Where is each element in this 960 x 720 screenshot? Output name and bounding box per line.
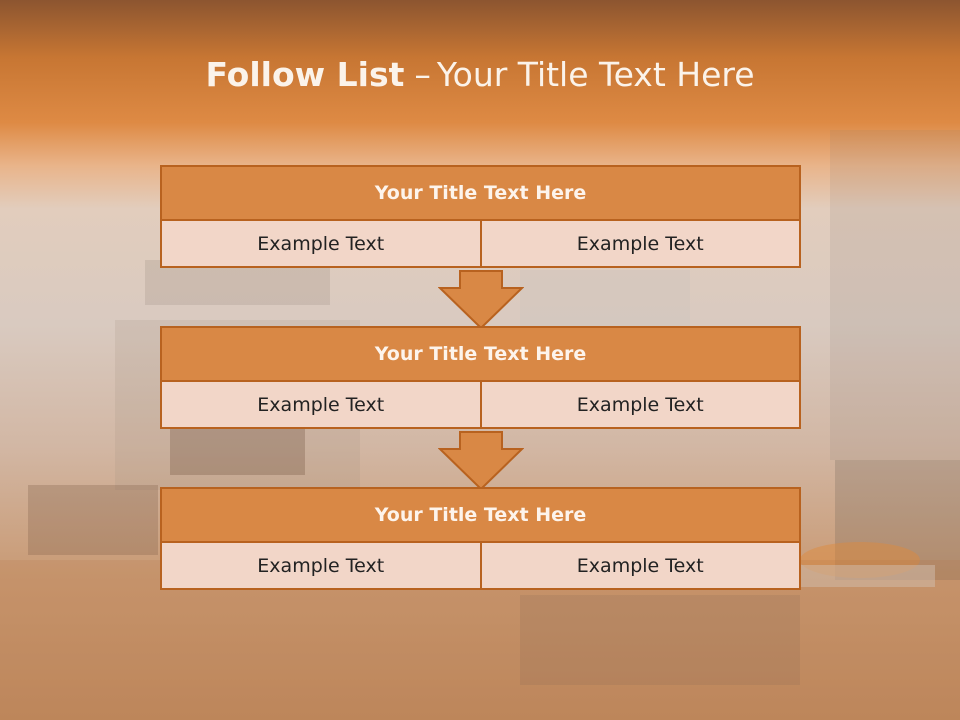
block-title: Your Title Text Here (160, 165, 801, 221)
example-cell: Example Text (479, 380, 801, 429)
title-separator: – (414, 55, 431, 94)
block-row: Example Text Example Text (160, 380, 801, 429)
slide-title: Follow List–Your Title Text Here (0, 55, 960, 94)
block-title: Your Title Text Here (160, 326, 801, 382)
example-cell: Example Text (479, 219, 801, 268)
example-cell: Example Text (160, 380, 482, 429)
block-row: Example Text Example Text (160, 219, 801, 268)
example-cell: Example Text (160, 541, 482, 590)
title-main: Follow List (205, 55, 405, 94)
down-arrow-icon (438, 270, 524, 330)
example-cell: Example Text (160, 219, 482, 268)
block-row: Example Text Example Text (160, 541, 801, 590)
example-cell: Example Text (479, 541, 801, 590)
list-block-2: Your Title Text Here Example Text Exampl… (160, 326, 801, 429)
list-block-3: Your Title Text Here Example Text Exampl… (160, 487, 801, 590)
title-sub: Your Title Text Here (436, 55, 755, 94)
block-title: Your Title Text Here (160, 487, 801, 543)
down-arrow-icon (438, 431, 524, 491)
list-block-1: Your Title Text Here Example Text Exampl… (160, 165, 801, 268)
